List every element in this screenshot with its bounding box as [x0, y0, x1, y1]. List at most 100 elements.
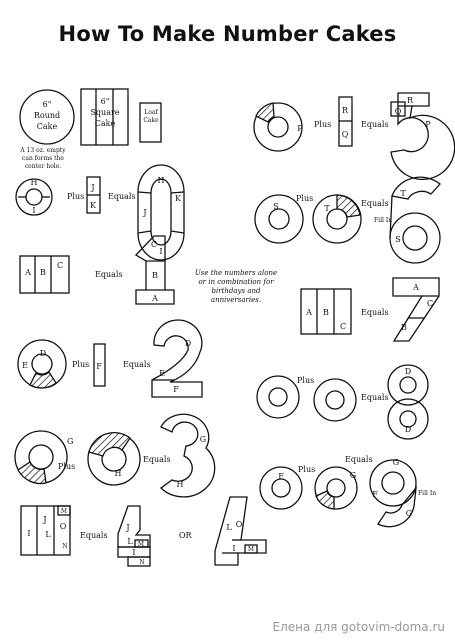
piece-label: I — [159, 247, 162, 256]
round-cake — [314, 466, 358, 510]
piece-label: G — [406, 509, 412, 518]
usage-note-1: Use the numbers alone — [195, 269, 277, 277]
recipe-eight — [256, 364, 429, 440]
recipe-zero — [15, 164, 185, 261]
piece-label: D — [405, 367, 411, 376]
recipe-six — [254, 176, 441, 264]
usage-note-2: or in combination for — [198, 278, 274, 286]
or-label: OR — [179, 531, 193, 540]
piece-label: K — [175, 194, 182, 203]
plus-label: Plus — [72, 360, 89, 369]
number-six-outline — [391, 176, 441, 200]
piece-label: P — [425, 120, 431, 129]
piece-label: L — [127, 537, 133, 546]
piece-label: G — [67, 437, 73, 446]
number-eight-bottom — [387, 398, 429, 440]
piece-label: D — [405, 425, 411, 434]
plus-label: Plus — [298, 465, 315, 474]
piece-label: J — [142, 208, 146, 217]
equals-label: Equals — [123, 360, 151, 369]
piece-label: I — [132, 548, 135, 557]
piece-label: P — [297, 124, 303, 133]
watermark: Елена для gotovim-doma.ru — [272, 620, 445, 634]
piece-label: J — [125, 523, 129, 532]
round-cake — [254, 194, 304, 244]
piece-label: O — [60, 522, 67, 531]
round-cake — [256, 375, 300, 419]
number-seven-outline — [392, 277, 440, 342]
recipe-nine — [259, 459, 417, 528]
recipe-seven — [300, 277, 440, 342]
piece-label: S — [273, 202, 278, 211]
piece-label: G — [200, 435, 206, 444]
piece-label: I — [27, 529, 30, 538]
piece-label: M — [61, 508, 67, 515]
piece-label: E — [22, 361, 28, 370]
piece-label: N — [139, 559, 144, 566]
equals-label: Equals — [95, 270, 123, 279]
piece-label: L — [226, 523, 232, 532]
piece-label: L — [45, 530, 51, 539]
piece-label: N — [62, 543, 67, 550]
number-one-outline — [134, 235, 175, 305]
equals-label: Equals — [108, 192, 136, 201]
piece-label: A — [305, 308, 312, 317]
equals-label: Equals — [345, 455, 373, 464]
piece-label: B — [40, 268, 46, 277]
square-cake — [300, 288, 352, 335]
piece-label: D — [40, 349, 46, 358]
round-cake — [15, 178, 53, 216]
piece-label: I — [32, 206, 35, 215]
round-pan-label-3: Cake — [37, 122, 58, 131]
piece-label: F — [278, 472, 284, 481]
piece-label: H — [31, 178, 38, 187]
loaf-pan — [139, 102, 162, 143]
recipe-two — [17, 319, 203, 398]
number-five-outline — [390, 92, 455, 181]
fill-in-label: Fill In — [374, 217, 392, 224]
pan-legend — [19, 88, 162, 146]
piece-label: D — [185, 339, 191, 348]
piece-label: G — [350, 471, 356, 480]
equals-label: Equals — [80, 531, 108, 540]
usage-note-4: anniversaries. — [211, 296, 261, 304]
plus-label: Plus — [67, 192, 84, 201]
square-pan — [80, 88, 129, 146]
number-nine-tail — [377, 485, 417, 528]
piece-label: T — [400, 189, 406, 198]
equals-label: Equals — [361, 120, 389, 129]
piece-label: B — [401, 323, 407, 332]
piece-label: M — [138, 541, 144, 548]
square-pan-label-1: 6" — [101, 97, 110, 106]
piece-label: G — [393, 458, 399, 467]
plus-label: Plus — [296, 194, 313, 203]
loaf-pan-label-2: Cake — [143, 117, 159, 124]
piece-label: R — [407, 96, 414, 105]
piece-label: O — [236, 520, 243, 529]
piece-label: S — [395, 235, 400, 244]
piece-label: F — [173, 385, 179, 394]
round-pan-label-1: 6" — [43, 100, 52, 109]
loaf-cake — [93, 343, 106, 387]
piece-label: K — [90, 201, 97, 210]
piece-label: C — [340, 322, 346, 331]
piece-label: I — [232, 544, 235, 553]
fill-in-label: Fill In — [418, 490, 436, 497]
round-cake — [313, 378, 357, 422]
piece-label: A — [412, 283, 419, 292]
recipe-one — [19, 235, 175, 305]
piece-label: C — [151, 240, 157, 249]
piece-label: J — [90, 183, 94, 192]
piece-label: R — [342, 106, 349, 115]
piece-label: E — [159, 369, 165, 378]
square-pan-label-3: Cake — [95, 119, 116, 128]
piece-label: Q — [395, 107, 402, 116]
piece-label: F — [372, 490, 378, 499]
recipe-three — [14, 413, 216, 498]
tin-note-3: center hole. — [25, 163, 61, 170]
round-pan-label-2: Round — [34, 111, 60, 120]
number-four-outline-alt — [214, 496, 267, 566]
number-three-outline — [159, 413, 216, 498]
